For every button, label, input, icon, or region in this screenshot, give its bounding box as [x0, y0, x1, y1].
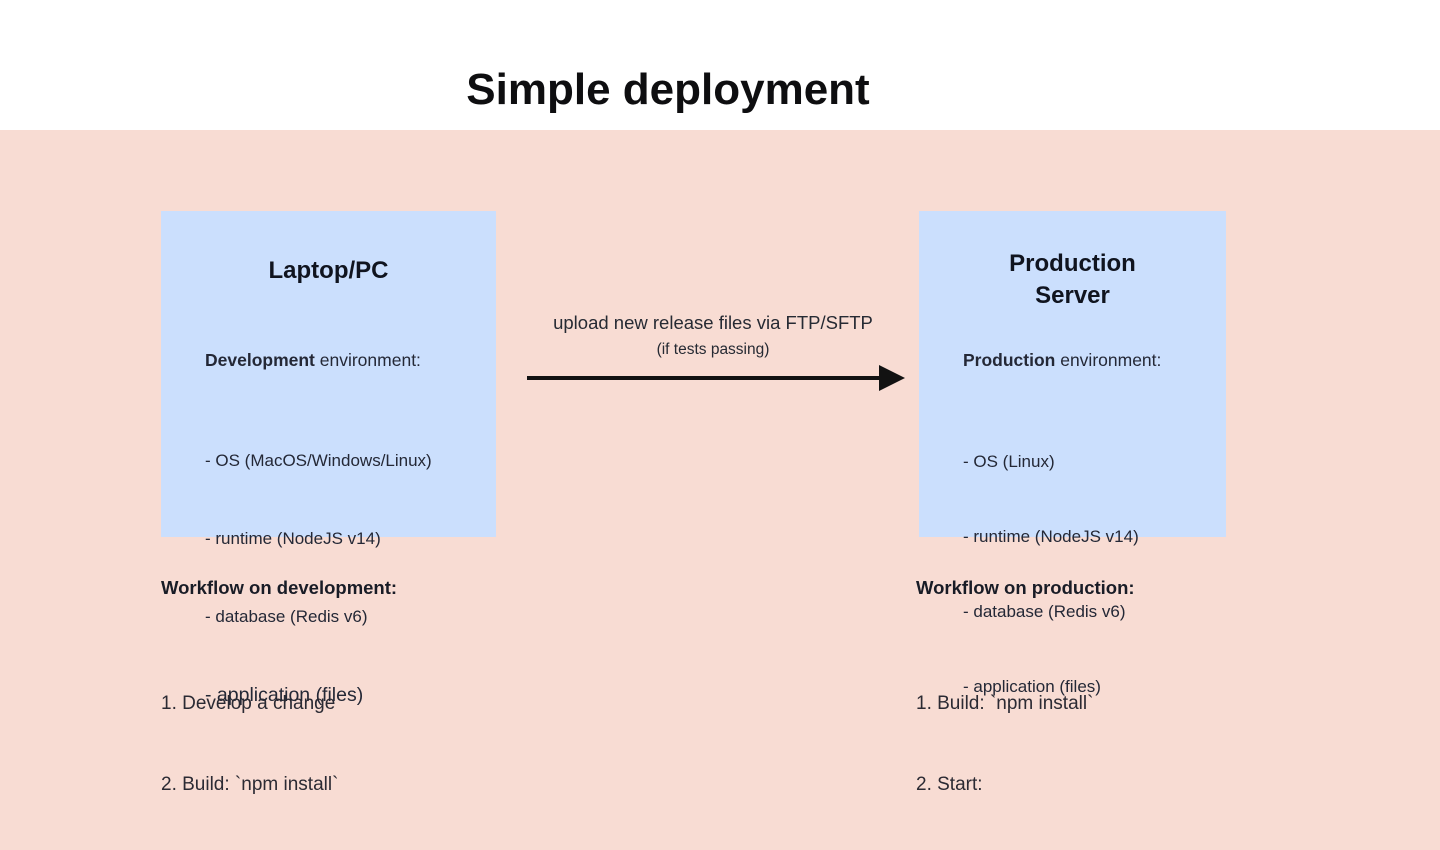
- environment-label-rest: environment:: [314, 350, 421, 370]
- page-title: Simple deployment: [466, 65, 870, 115]
- workflow-development-steps: 1. Develop a change 2. Build: `npm insta…: [161, 636, 397, 850]
- upload-arrow-head-icon: [879, 365, 905, 391]
- env-list-item: - application (files): [205, 684, 364, 706]
- env-list-item: - runtime (NodeJS v14): [963, 527, 1139, 546]
- environment-label-rest: environment:: [1055, 350, 1162, 370]
- upload-arrow-sublabel: (if tests passing): [656, 341, 770, 358]
- environment-name-bold: Development: [205, 350, 315, 370]
- production-environment-list: - OS (Linux) - runtime (NodeJS v14) - da…: [963, 399, 1139, 749]
- upload-arrow-line: [527, 376, 887, 380]
- workflow-development: Workflow on development: 1. Develop a ch…: [161, 577, 397, 850]
- env-list-item: - runtime (NodeJS v14): [205, 529, 381, 548]
- upload-arrow-label-text: upload new release files via FTP/SFTP: [553, 312, 873, 333]
- workflow-production-heading: Workflow on production:: [916, 577, 1135, 598]
- production-server-box-title: Production Server: [919, 248, 1226, 312]
- workflow-production: Workflow on production: 1. Build: `npm i…: [916, 577, 1135, 850]
- development-environment-label: Development environment:: [205, 350, 421, 371]
- development-environment-list: - OS (MacOS/Windows/Linux) - runtime (No…: [205, 396, 432, 760]
- workflow-step: 2. Build: `npm install`: [161, 774, 339, 795]
- box-title-line: Server: [1035, 282, 1110, 309]
- production-environment-label: Production environment:: [963, 350, 1161, 371]
- workflow-step: 1. Build: `npm install`: [916, 693, 1094, 714]
- workflow-development-heading: Workflow on development:: [161, 577, 398, 598]
- production-server-box: Production Server Production environment…: [919, 211, 1226, 696]
- env-list-item: - database (Redis v6): [205, 607, 368, 626]
- workflow-step: 1. Develop a change: [161, 693, 336, 714]
- workflow-step: 2. Start:: [916, 774, 983, 795]
- env-list-item: - OS (Linux): [963, 452, 1055, 471]
- header-band: [0, 0, 1440, 130]
- workflow-production-steps: 1. Build: `npm install` 2. Start: -`redi…: [916, 636, 1135, 850]
- env-list-item: - application (files): [963, 677, 1101, 696]
- env-list-item: - database (Redis v6): [963, 602, 1126, 621]
- environment-name-bold: Production: [963, 350, 1056, 370]
- env-list-item: - OS (MacOS/Windows/Linux): [205, 451, 432, 470]
- box-title-line: Production: [1009, 250, 1136, 277]
- upload-arrow-label: upload new release files via FTP/SFTP (i…: [513, 311, 913, 361]
- laptop-pc-box-title: Laptop/PC: [268, 257, 389, 284]
- laptop-pc-box: Laptop/PC Development environment: - OS …: [161, 211, 496, 706]
